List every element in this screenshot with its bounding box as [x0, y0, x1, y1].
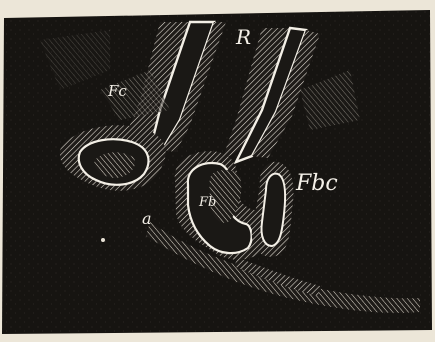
label-a: a	[142, 209, 152, 228]
label-fb: Fb	[198, 195, 216, 210]
label-r: R	[235, 25, 251, 49]
label-fc: Fc	[107, 82, 127, 100]
cell-dot	[101, 238, 105, 242]
label-fbc: Fbc	[295, 171, 338, 196]
